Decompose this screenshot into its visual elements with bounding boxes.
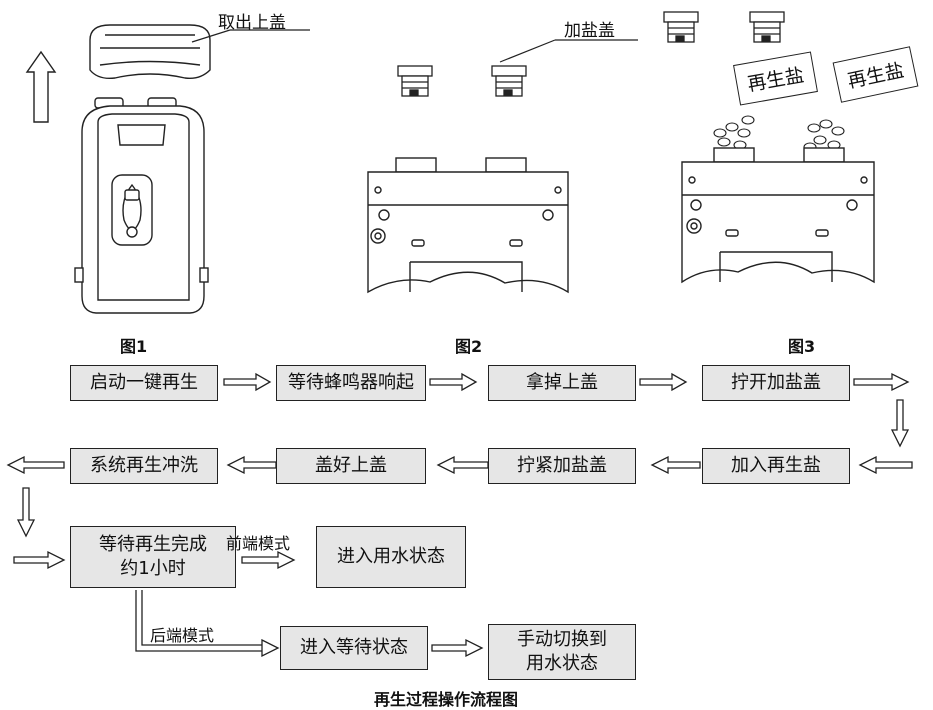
arrow-down-right (890, 399, 910, 448)
step-unscrew-salt-cap: 拧开加盐盖 (702, 365, 850, 401)
step-enter-standby: 进入等待状态 (280, 626, 428, 670)
salt-cap-fig3-right (749, 11, 785, 43)
arrow-6-7 (436, 455, 489, 475)
arrow-8-out (6, 455, 65, 475)
arrow-5-6 (650, 455, 701, 475)
salt-cap-fig3-left (663, 11, 699, 43)
step-enter-water-use: 进入用水状态 (316, 526, 466, 588)
salt-cap-right (491, 65, 527, 97)
salt-cap-left (397, 65, 433, 97)
step-wait-completion: 等待再生完成 约1小时 (70, 526, 236, 588)
edge-label-front-mode: 前端模式 (226, 534, 291, 553)
step-wait-completion-line2: 约1小时 (120, 558, 186, 579)
unit-open-fig2 (367, 157, 569, 294)
arrow-4-out (853, 372, 910, 392)
diagram-caption: 再生过程操作流程图 (374, 690, 519, 709)
arrow-3-4 (639, 372, 688, 392)
unit-body (74, 97, 209, 314)
step-start-regeneration: 启动一键再生 (70, 365, 218, 401)
flow-arrows (6, 372, 913, 658)
unit-top-lid (89, 24, 211, 80)
figure-2-label: 图2 (455, 337, 483, 356)
label-salt-cap: 加盐盖 (564, 21, 615, 41)
arrow-2-3 (429, 372, 478, 392)
step-wait-completion-line1: 等待再生完成 (99, 534, 207, 555)
step-manual-switch: 手动切换到 用水状态 (488, 624, 636, 680)
step-close-top-lid: 盖好上盖 (276, 448, 426, 484)
arrow-in-5 (858, 455, 913, 475)
edge-label-rear-mode: 后端模式 (150, 626, 215, 645)
step-add-salt: 加入再生盐 (702, 448, 850, 484)
arrow-1-2 (223, 372, 272, 392)
figure-1-label: 图1 (120, 337, 148, 356)
step-system-flush: 系统再生冲洗 (70, 448, 218, 484)
step-manual-switch-line2: 用水状态 (526, 653, 598, 674)
step-tighten-salt-cap: 拧紧加盐盖 (488, 448, 636, 484)
label-remove-lid: 取出上盖 (218, 13, 286, 33)
arrow-7-8 (226, 455, 277, 475)
arrow-down-left (16, 487, 36, 538)
arrow-11-12 (431, 638, 484, 658)
arrow-9-10 (241, 550, 296, 570)
unit-open-fig3 (681, 147, 875, 284)
step-remove-top-lid: 拿掉上盖 (488, 365, 636, 401)
arrow-into-9 (13, 550, 66, 570)
step-manual-switch-line1: 手动切换到 (517, 629, 607, 650)
step-wait-buzzer: 等待蜂鸣器响起 (276, 365, 426, 401)
salt-tablets (713, 115, 845, 152)
figure-3-label: 图3 (788, 337, 816, 356)
rear-mode-connector (135, 590, 280, 658)
up-arrow (25, 50, 57, 123)
